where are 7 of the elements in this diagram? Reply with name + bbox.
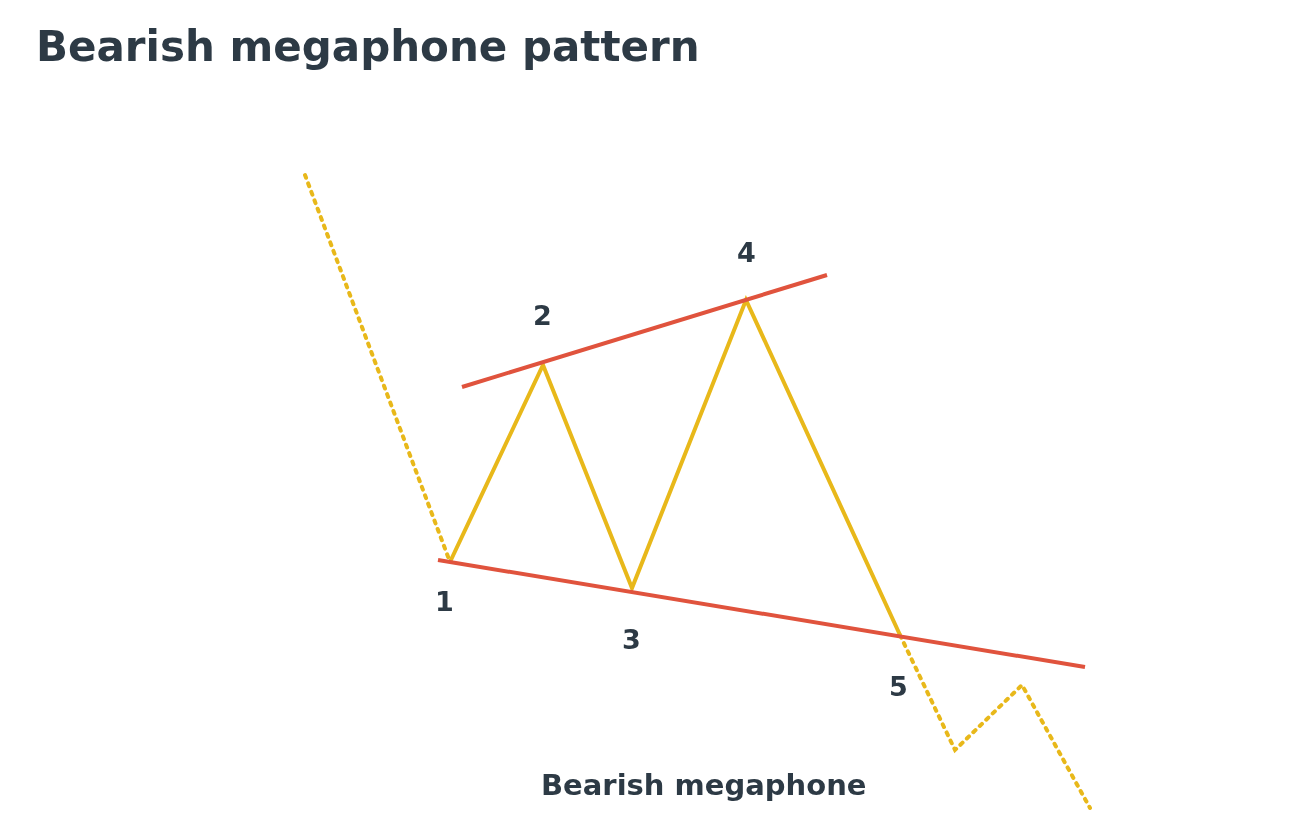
point-label: 1 xyxy=(435,588,454,615)
point-label: 5 xyxy=(889,673,908,700)
point-label: 4 xyxy=(737,239,756,266)
chart-caption: Bearish megaphone xyxy=(541,768,867,802)
page-title: Bearish megaphone pattern xyxy=(36,22,700,71)
point-label: 2 xyxy=(533,302,552,329)
point-label: 3 xyxy=(622,626,641,653)
